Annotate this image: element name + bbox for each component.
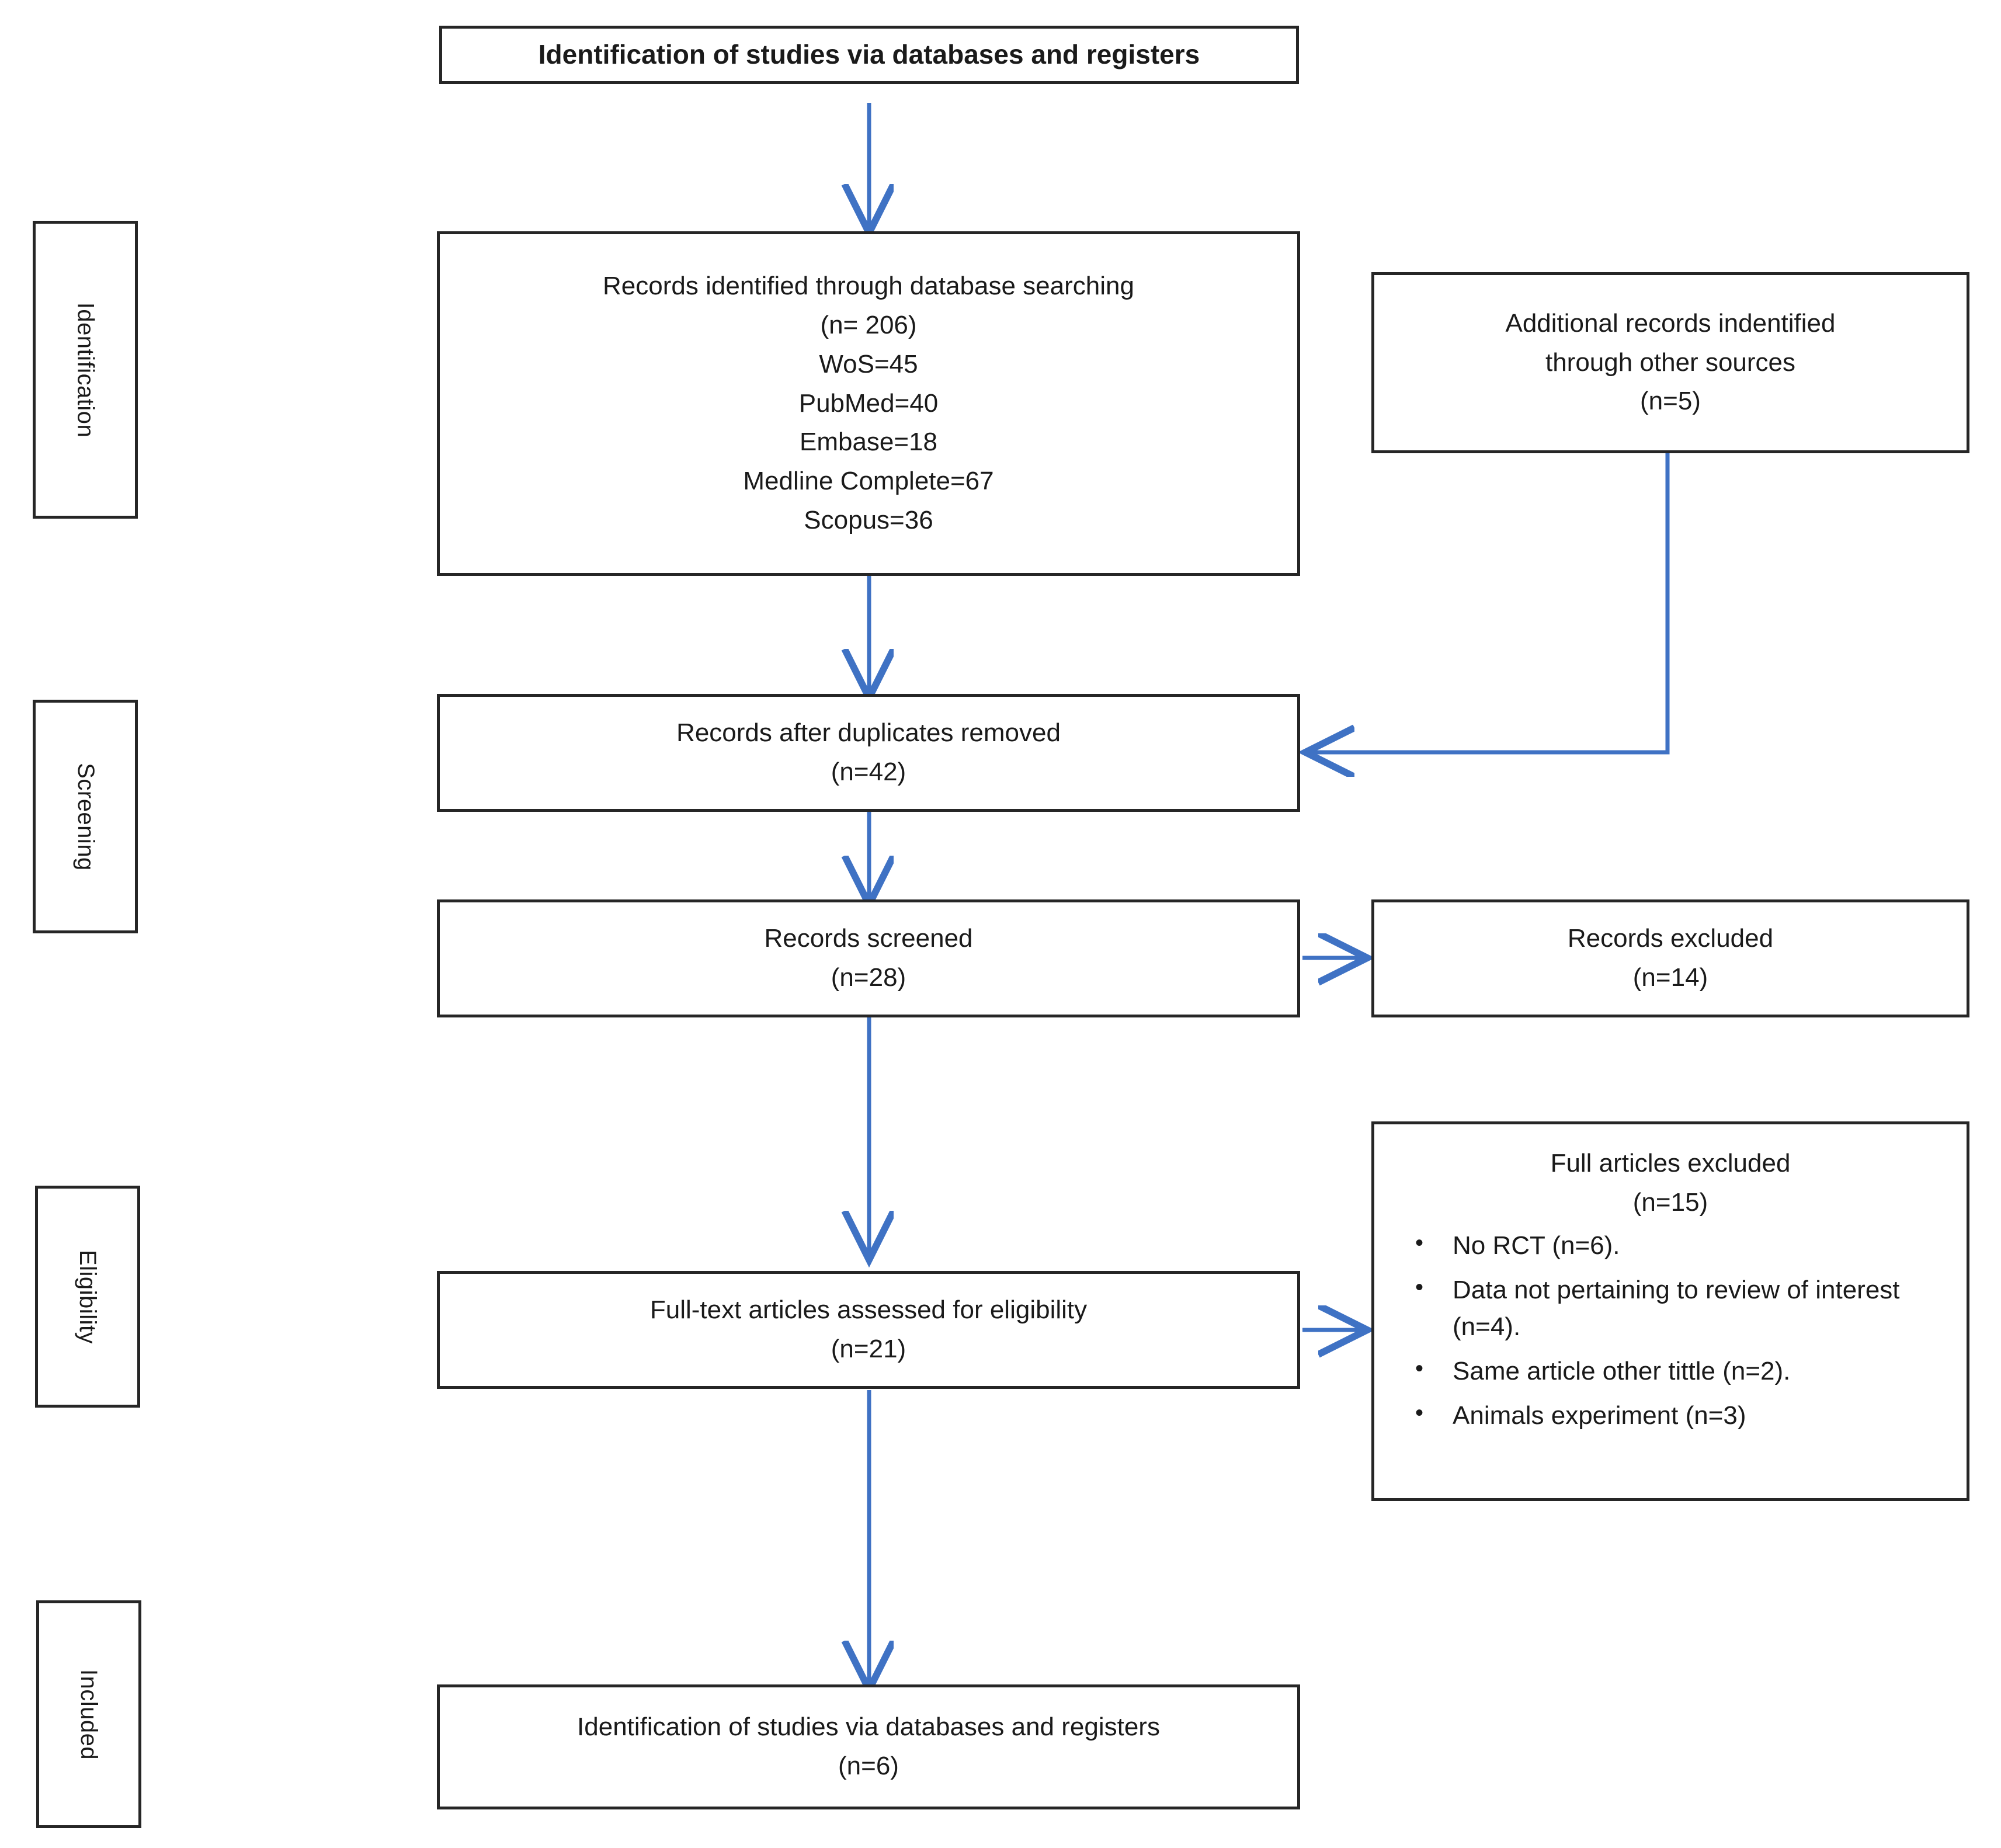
box-title: Identification of studies via databases … bbox=[439, 26, 1299, 84]
box-records-screened-line-1: Records screened bbox=[764, 924, 973, 953]
box-full-articles-excluded-heading-1: Full articles excluded bbox=[1550, 1149, 1791, 1177]
list-item-text: Animals experiment (n=3) bbox=[1453, 1401, 1746, 1430]
list-item-text: Data not pertaining to review of interes… bbox=[1453, 1275, 1900, 1342]
list-item: Data not pertaining to review of interes… bbox=[1389, 1270, 1951, 1346]
box-duplicates-removed-line-2: (n=42) bbox=[831, 758, 906, 786]
box-included-studies: Identification of studies via databases … bbox=[437, 1684, 1300, 1809]
phase-label-eligibility: Eligibility bbox=[35, 1186, 140, 1408]
box-additional-records-line-2: through other sources bbox=[1545, 348, 1796, 377]
box-records-screened-line-2: (n=28) bbox=[831, 963, 906, 992]
box-full-text-assessed-line-2: (n=21) bbox=[831, 1335, 906, 1363]
box-additional-records-line-3: (n=5) bbox=[1640, 387, 1701, 416]
box-included-studies-line-2: (n=6) bbox=[838, 1752, 899, 1780]
phase-label-included: Included bbox=[36, 1600, 141, 1828]
phase-label-identification: Identification bbox=[33, 221, 138, 519]
box-records-identified-line-3: WoS=45 bbox=[819, 349, 918, 378]
box-full-text-assessed-line-1: Full-text articles assessed for eligibil… bbox=[649, 1295, 1088, 1325]
box-duplicates-removed: Records after duplicates removed (n=42) bbox=[437, 694, 1300, 812]
box-records-excluded: Records excluded (n=14) bbox=[1371, 899, 1969, 1017]
list-item: Same article other tittle (n=2). bbox=[1389, 1352, 1951, 1390]
list-item: No RCT (n=6). bbox=[1389, 1226, 1951, 1265]
box-additional-records-line-1: Additional records indentified bbox=[1505, 308, 1836, 338]
box-records-identified-line-1: Records identified through database sear… bbox=[603, 271, 1134, 300]
box-duplicates-removed-line-1: Records after duplicates removed bbox=[676, 718, 1061, 748]
box-records-identified-line-7: Scopus=36 bbox=[804, 506, 933, 535]
box-full-text-assessed: Full-text articles assessed for eligibil… bbox=[437, 1271, 1300, 1389]
box-records-identified-line-4: PubMed=40 bbox=[798, 388, 939, 418]
box-full-articles-excluded: Full articles excluded (n=15) No RCT (n=… bbox=[1371, 1121, 1969, 1501]
box-records-identified-line-2: (n= 206) bbox=[820, 310, 917, 339]
box-records-excluded-line-1: Records excluded bbox=[1567, 924, 1774, 953]
phase-label-eligibility-text: Eligibility bbox=[75, 1249, 101, 1344]
phase-label-screening-text: Screening bbox=[72, 762, 99, 871]
box-included-studies-line-1: Identification of studies via databases … bbox=[577, 1712, 1160, 1742]
phase-label-screening: Screening bbox=[33, 700, 138, 933]
list-item-text: No RCT (n=6). bbox=[1453, 1231, 1620, 1260]
box-records-excluded-line-2: (n=14) bbox=[1632, 963, 1708, 992]
box-full-articles-excluded-heading-2: (n=15) bbox=[1632, 1187, 1708, 1217]
box-records-screened: Records screened (n=28) bbox=[437, 899, 1300, 1017]
box-records-identified-line-6: Medline Complete=67 bbox=[743, 467, 994, 496]
box-title-line-1: Identification of studies via databases … bbox=[538, 39, 1200, 70]
list-item-text: Same article other tittle (n=2). bbox=[1453, 1357, 1791, 1386]
box-records-identified: Records identified through database sear… bbox=[437, 231, 1300, 576]
phase-label-identification-text: Identification bbox=[72, 302, 99, 437]
box-records-identified-line-5: Embase=18 bbox=[799, 428, 938, 457]
box-additional-records: Additional records indentified through o… bbox=[1371, 272, 1969, 453]
full-articles-excluded-reason-list: No RCT (n=6). Data not pertaining to rev… bbox=[1389, 1226, 1951, 1441]
list-item: Animals experiment (n=3) bbox=[1389, 1396, 1951, 1434]
arrow-additional-records-to-duplicates bbox=[1309, 453, 1670, 752]
phase-label-included-text: Included bbox=[76, 1669, 102, 1760]
